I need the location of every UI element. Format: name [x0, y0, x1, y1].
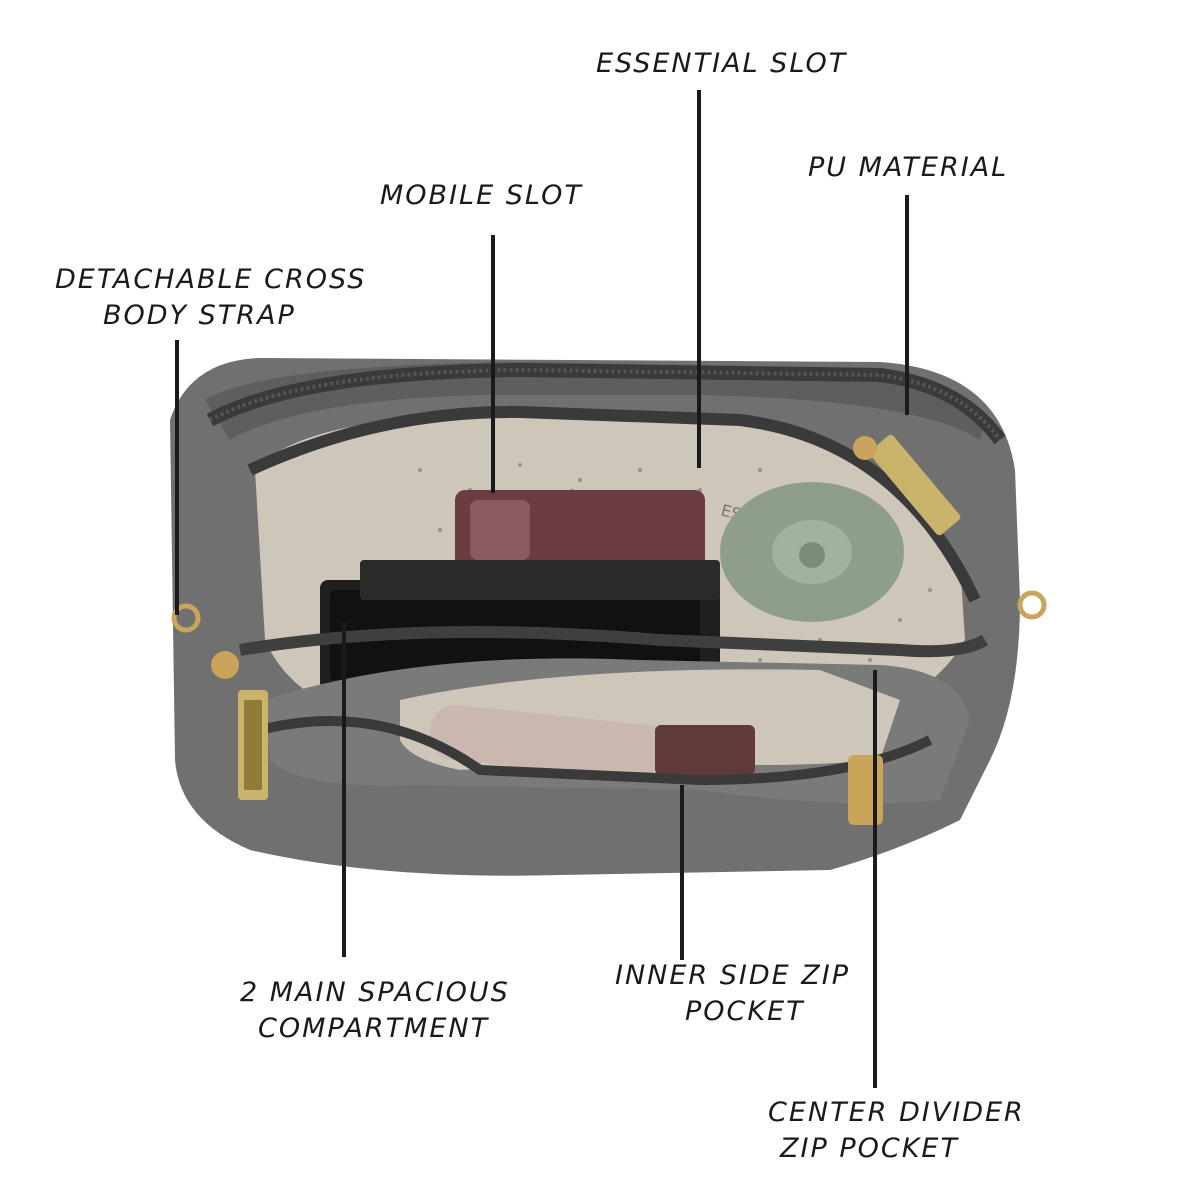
- callout-essential-slot-line1: ESSENTIAL SLOT: [596, 48, 848, 79]
- top-zipper: [206, 362, 1006, 445]
- zip-pull-top: [869, 434, 961, 536]
- zip-pull-front: [848, 755, 883, 825]
- strap-ring-right: [1017, 590, 1047, 620]
- leader-essential-slot: [697, 90, 701, 468]
- callout-detachable-strap: DETACHABLE CROSS BODY STRAP: [55, 262, 366, 334]
- callout-main-compartment-line2: COMPARTMENT: [258, 1013, 490, 1044]
- callout-inner-side-zip-line2: POCKET: [685, 996, 805, 1027]
- callout-center-divider-line1: CENTER DIVIDER: [768, 1097, 1025, 1128]
- leader-pu-material: [905, 195, 909, 415]
- callout-main-compartment: 2 MAIN SPACIOUS COMPARTMENT: [240, 975, 510, 1047]
- leader-center-divider: [873, 670, 877, 1088]
- callout-pu-material: PU MATERIAL: [808, 150, 1008, 186]
- leader-main-compartment: [342, 622, 346, 957]
- callout-inner-side-zip: INNER SIDE ZIP POCKET: [615, 958, 850, 1030]
- lipstick: [430, 704, 670, 781]
- callout-inner-side-zip-line1: INNER SIDE ZIP: [615, 960, 851, 991]
- callout-detachable-strap-line2: BODY STRAP: [103, 300, 296, 331]
- strap-ring-left: [171, 603, 201, 633]
- callout-mobile-slot: MOBILE SLOT: [380, 178, 583, 214]
- callout-detachable-strap-line1: DETACHABLE CROSS: [55, 264, 367, 295]
- case-dark: [360, 560, 720, 600]
- callout-center-divider-line2: ZIP POCKET: [780, 1133, 959, 1164]
- callout-essential-slot: ESSENTIAL SLOT: [596, 46, 847, 82]
- callout-main-compartment-line1: 2 MAIN SPACIOUS: [240, 977, 510, 1008]
- callout-center-divider: CENTER DIVIDER ZIP POCKET: [768, 1095, 1025, 1167]
- callout-mobile-slot-line1: MOBILE SLOT: [380, 180, 583, 211]
- callout-pu-material-line1: PU MATERIAL: [808, 152, 1009, 183]
- lower-zipper: [239, 626, 989, 658]
- leader-detachable-strap: [175, 340, 179, 615]
- leader-inner-side-zip: [680, 785, 684, 960]
- leader-mobile-slot: [491, 235, 495, 493]
